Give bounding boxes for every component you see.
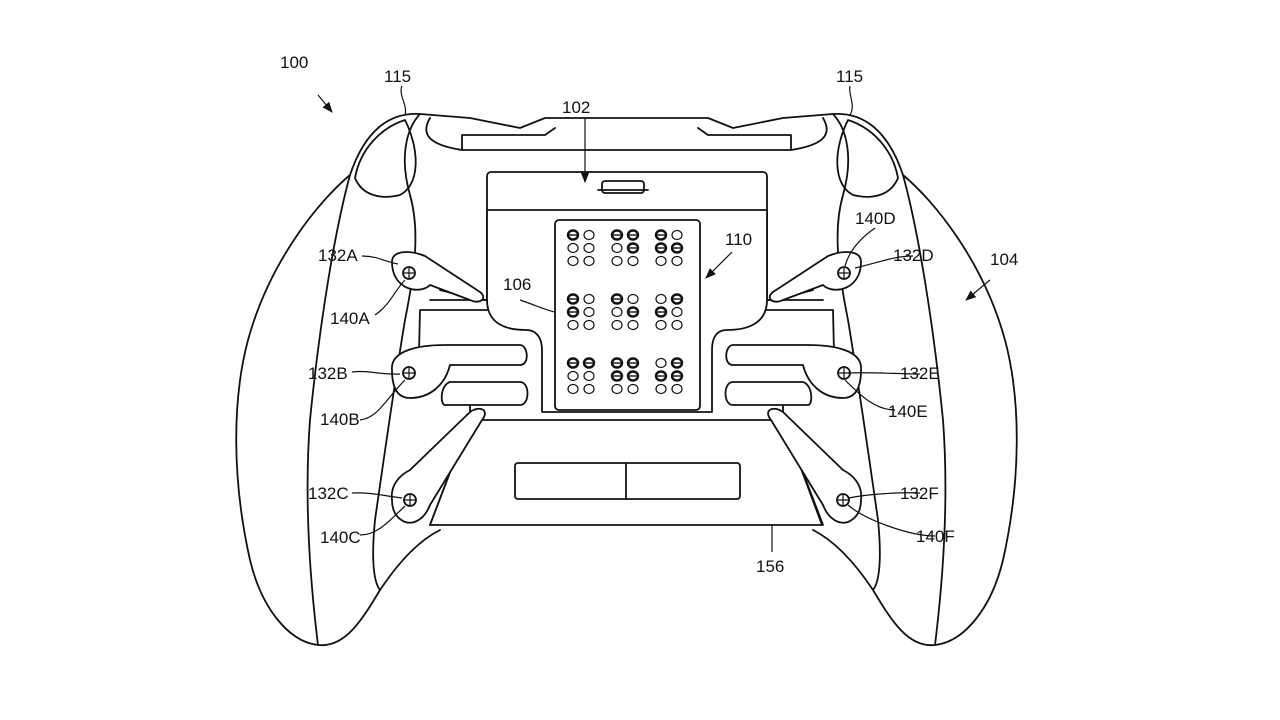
label-156: 156 [756, 557, 784, 576]
label-132a: 132A [318, 246, 358, 265]
label-132e: 132E [900, 364, 940, 383]
braille-dot-flat [583, 255, 595, 267]
label-100: 100 [280, 53, 308, 72]
braille-dot-flat [671, 319, 683, 331]
braille-dot-flat [655, 255, 667, 267]
braille-dot-flat [583, 242, 595, 254]
braille-dots [566, 229, 684, 395]
braille-dot-flat [671, 255, 683, 267]
braille-dot-flat [671, 306, 683, 318]
label-104: 104 [990, 250, 1018, 269]
braille-dot-flat [583, 319, 595, 331]
braille-dot-flat [611, 306, 623, 318]
braille-dot-flat [611, 242, 623, 254]
label-140b: 140B [320, 410, 360, 429]
braille-dot-flat [583, 293, 595, 305]
braille-dot-flat [611, 319, 623, 331]
braille-dot-flat [655, 357, 667, 369]
braille-dot-flat [627, 383, 639, 395]
label-132d: 132D [893, 246, 934, 265]
braille-dot-flat [627, 255, 639, 267]
label-106: 106 [503, 275, 531, 294]
label-140a: 140A [330, 309, 370, 328]
braille-dot-flat [583, 229, 595, 241]
label-115-left: 115 [384, 67, 411, 86]
label-140e: 140E [888, 402, 928, 421]
label-110: 110 [725, 230, 752, 249]
label-140f: 140F [916, 527, 955, 546]
braille-dot-flat [583, 306, 595, 318]
braille-dot-flat [567, 255, 579, 267]
label-140d: 140D [855, 209, 896, 228]
braille-dot-flat [611, 383, 623, 395]
braille-dot-flat [567, 370, 579, 382]
label-132f: 132F [900, 484, 939, 503]
braille-dot-flat [655, 293, 667, 305]
label-115-right: 115 [836, 67, 863, 86]
label-132b: 132B [308, 364, 348, 383]
braille-dot-flat [567, 319, 579, 331]
touchpad [514, 462, 741, 500]
braille-dot-flat [655, 319, 667, 331]
braille-dot-flat [655, 383, 667, 395]
braille-dot-flat [671, 383, 683, 395]
connector-port [601, 180, 645, 194]
braille-dot-flat [627, 293, 639, 305]
label-132c: 132C [308, 484, 349, 503]
label-140c: 140C [320, 528, 361, 547]
braille-dot-flat [567, 383, 579, 395]
braille-dot-flat [611, 255, 623, 267]
braille-dot-flat [567, 242, 579, 254]
braille-dot-flat [583, 370, 595, 382]
braille-dot-flat [583, 383, 595, 395]
braille-dot-flat [671, 229, 683, 241]
label-102: 102 [562, 98, 590, 117]
braille-dot-flat [627, 319, 639, 331]
